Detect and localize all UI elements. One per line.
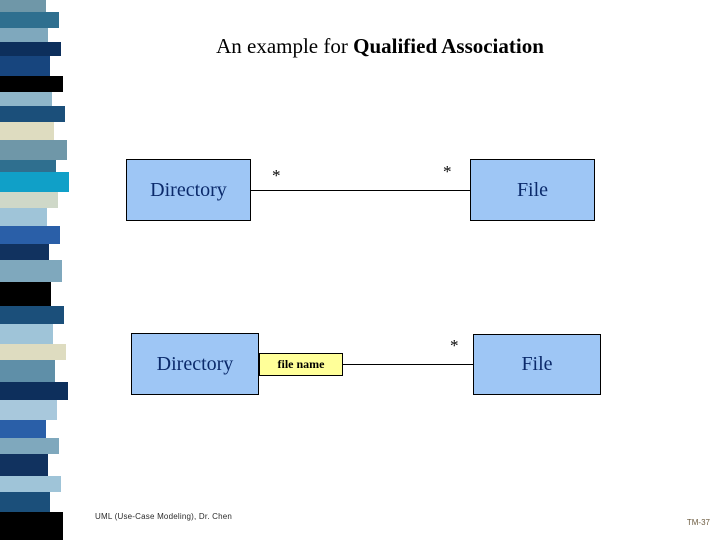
ribbon-band	[0, 438, 59, 454]
ribbon-band	[0, 106, 65, 122]
ribbon-band	[0, 382, 68, 400]
ribbon-band	[0, 360, 55, 382]
ribbon-band	[0, 512, 63, 540]
footer-right-text: TM-37	[686, 518, 710, 527]
class-box-directory-bottom: Directory	[131, 333, 259, 395]
ribbon-band	[0, 122, 54, 140]
ribbon-band	[0, 42, 61, 56]
ribbon-band	[0, 476, 61, 492]
ribbon-band	[0, 208, 47, 226]
ribbon-band	[0, 172, 69, 192]
ribbon-band	[0, 260, 62, 282]
ribbon-band	[0, 28, 48, 42]
class-label: Directory	[150, 178, 227, 201]
decorative-ribbon	[0, 0, 70, 540]
class-label: File	[521, 353, 553, 375]
ribbon-band	[0, 92, 52, 106]
ribbon-band	[0, 454, 48, 476]
multiplicity-left-top: *	[272, 166, 281, 185]
ribbon-band	[0, 282, 51, 306]
class-box-file-top: File	[470, 159, 595, 221]
ribbon-band	[0, 140, 67, 160]
ribbon-band	[0, 244, 49, 260]
ribbon-band	[0, 0, 46, 12]
page-title: An example for Qualified Association	[70, 34, 690, 59]
title-plain-part: An example for	[216, 34, 354, 58]
ribbon-band	[0, 192, 58, 208]
ribbon-band	[0, 492, 50, 512]
title-bold-part: Qualified Association	[353, 34, 544, 58]
ribbon-band	[0, 324, 53, 344]
class-label: File	[516, 178, 549, 201]
ribbon-band	[0, 420, 46, 438]
ribbon-band	[0, 344, 66, 360]
ribbon-band	[0, 56, 50, 76]
ribbon-band	[0, 76, 63, 92]
ribbon-band	[0, 226, 60, 244]
ribbon-band	[0, 160, 56, 172]
qualifier-box-file-name: file name	[259, 353, 343, 376]
ribbon-band	[0, 12, 59, 28]
association-line-bottom	[342, 364, 474, 365]
qualifier-label: file name	[277, 357, 325, 371]
ribbon-band	[0, 306, 64, 324]
association-line-top	[249, 190, 472, 191]
multiplicity-right-top: *	[443, 162, 452, 181]
footer-left-text: UML (Use-Case Modeling), Dr. Chen	[95, 512, 233, 521]
class-box-directory-top: Directory	[126, 159, 251, 221]
class-label: Directory	[156, 352, 234, 375]
class-box-file-bottom: File	[473, 334, 601, 395]
multiplicity-right-bottom: *	[450, 336, 459, 355]
ribbon-band	[0, 400, 57, 420]
